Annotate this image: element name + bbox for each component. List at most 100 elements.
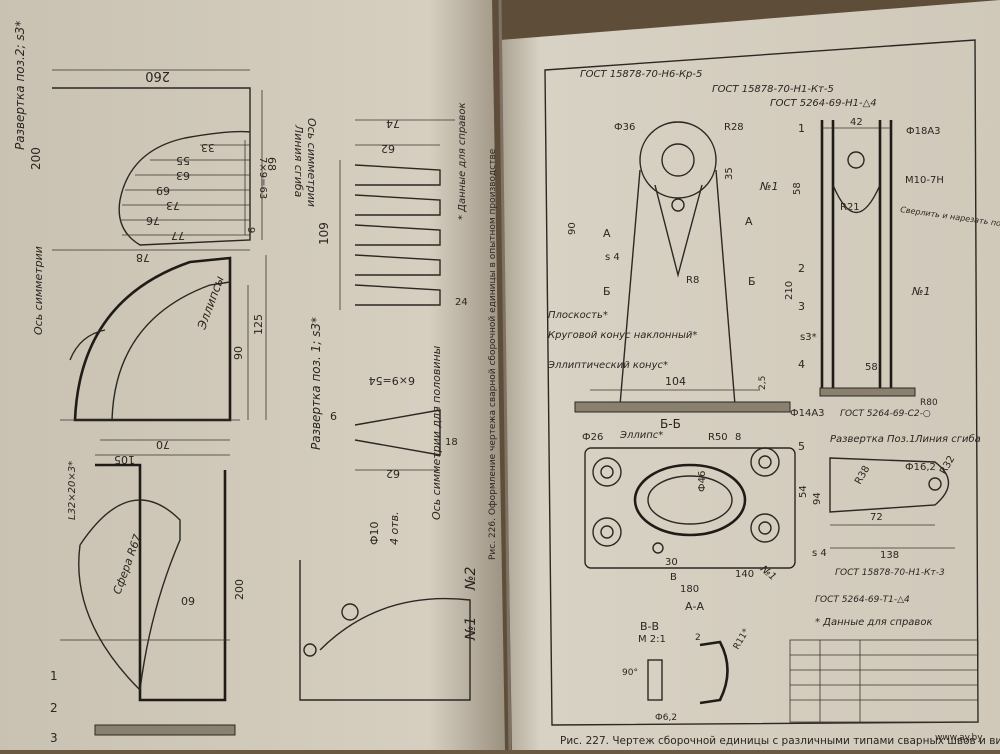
svg-text:№1: №1	[463, 617, 479, 641]
svg-text:4: 4	[798, 358, 805, 371]
section-bb: Б-Б Ф26 Эллипс* R50 8 5 54 94 Ф46 30 140…	[582, 417, 945, 605]
right-drawings: 104 Ф36 R28 35 90 R8 2,5 №1 А А Б Б s 4 …	[544, 39, 1000, 747]
svg-text:6×9=54: 6×9=54	[369, 374, 415, 387]
development-pos2: 260 33 55 63 69 73 76 77 78 68 7×	[13, 21, 318, 264]
svg-text:104: 104	[665, 375, 686, 388]
svg-text:Ф26: Ф26	[582, 432, 603, 443]
svg-text:Б: Б	[603, 285, 611, 298]
svg-text:18: 18	[445, 437, 458, 448]
svg-text:58: 58	[865, 362, 878, 373]
svg-text:72: 72	[870, 512, 883, 523]
left-page	[0, 0, 505, 750]
svg-text:4 отв.: 4 отв.	[388, 511, 401, 545]
svg-text:35: 35	[724, 167, 735, 180]
svg-text:ГОСТ 5264-69-Т1-△4: ГОСТ 5264-69-Т1-△4	[815, 595, 910, 605]
svg-text:№1: №1	[759, 180, 778, 193]
svg-text:В-В: В-В	[640, 620, 659, 633]
svg-text:R8: R8	[686, 275, 699, 286]
svg-text:Ф14А3: Ф14А3	[790, 408, 825, 419]
svg-text:Ось симметрии для половины: Ось симметрии для половины	[430, 345, 443, 520]
svg-text:63: 63	[176, 169, 190, 182]
svg-text:54: 54	[798, 485, 809, 498]
svg-text:Ф36: Ф36	[614, 122, 635, 133]
svg-text:R50: R50	[708, 432, 728, 443]
svg-text:Ось симметрии: Ось симметрии	[305, 118, 318, 207]
svg-text:60: 60	[181, 594, 195, 607]
svg-text:2: 2	[798, 262, 805, 275]
svg-text:Линия сгиба: Линия сгиба	[292, 124, 305, 198]
svg-text:Развертка поз.2; s3*: Развертка поз.2; s3*	[13, 21, 27, 150]
svg-text:30: 30	[665, 557, 678, 568]
svg-text:Эллипс*: Эллипс*	[619, 430, 663, 441]
svg-text:М 2:1: М 2:1	[638, 634, 666, 645]
svg-text:73: 73	[166, 199, 180, 212]
title-block	[789, 639, 979, 723]
svg-text:62: 62	[386, 467, 400, 480]
svg-text:Развертка Поз.1: Развертка Поз.1	[830, 434, 916, 445]
watermark: www.ay.by	[935, 733, 983, 743]
svg-text:Плоскость*: Плоскость*	[548, 310, 608, 321]
svg-text:№2: №2	[463, 566, 479, 591]
svg-text:200: 200	[233, 579, 246, 600]
svg-text:ГОСТ 5264-69-Н1-△4: ГОСТ 5264-69-Н1-△4	[770, 98, 877, 109]
svg-text:1: 1	[50, 669, 58, 683]
figure-caption: Рис. 227. Чертеж сборочной единицы с раз…	[560, 735, 1000, 747]
svg-text:42: 42	[850, 117, 863, 128]
svg-text:R21: R21	[840, 202, 860, 213]
svg-text:s 4: s 4	[605, 252, 620, 263]
svg-text:В: В	[670, 572, 677, 583]
svg-text:68: 68	[265, 157, 278, 171]
right-page	[500, 0, 1000, 750]
svg-text:62: 62	[381, 142, 395, 155]
svg-text:2: 2	[50, 701, 58, 715]
svg-text:Ось симметрии: Ось симметрии	[32, 246, 45, 335]
svg-text:Развертка поз. 1; s3*: Развертка поз. 1; s3*	[309, 317, 323, 450]
svg-text:7×9=63: 7×9=63	[257, 157, 268, 199]
svg-text:8: 8	[735, 432, 741, 443]
svg-text:260: 260	[145, 68, 170, 83]
svg-text:3: 3	[50, 731, 58, 745]
svg-text:105: 105	[114, 453, 135, 466]
svg-text:6: 6	[330, 410, 337, 423]
svg-text:5: 5	[798, 440, 805, 453]
svg-text:Круговой конус наклонный*: Круговой конус наклонный*	[548, 330, 697, 341]
svg-text:77: 77	[171, 229, 185, 242]
svg-text:ГОСТ 15878-70-Н6-Кр-5: ГОСТ 15878-70-Н6-Кр-5	[580, 69, 702, 80]
svg-text:140: 140	[735, 569, 754, 580]
svg-text:s3*: s3*	[800, 332, 817, 343]
left-drawings: 260 33 55 63 69 73 76 77 78 68 7×	[13, 21, 498, 745]
svg-text:9: 9	[245, 227, 256, 233]
svg-text:* Данные для справок: * Данные для справок	[457, 103, 468, 221]
svg-text:Эллиптический конус*: Эллиптический конус*	[547, 360, 668, 371]
svg-text:Б-Б: Б-Б	[660, 417, 681, 431]
svg-text:Ф16,2: Ф16,2	[905, 462, 936, 473]
svg-text:s 4: s 4	[812, 548, 827, 559]
svg-text:90: 90	[567, 222, 578, 235]
svg-text:70: 70	[156, 438, 170, 451]
svg-text:А: А	[603, 227, 611, 240]
svg-text:200: 200	[29, 147, 43, 170]
svg-text:L32×20×3*: L32×20×3*	[67, 461, 78, 520]
svg-text:76: 76	[146, 214, 160, 227]
svg-text:R80: R80	[920, 398, 938, 408]
svg-text:ГОСТ 15878-70-Н1-Кт-3: ГОСТ 15878-70-Н1-Кт-3	[835, 568, 945, 578]
svg-text:180: 180	[680, 584, 699, 595]
svg-text:69: 69	[156, 184, 170, 197]
svg-text:2,5: 2,5	[758, 376, 768, 390]
svg-text:138: 138	[880, 550, 899, 561]
elbow-view: 70 105 90 125 Эллипсы Ось симметрии	[32, 246, 267, 466]
side-caption: Рис. 226. Оформление чертежа сварной сбо…	[488, 148, 498, 560]
svg-text:58: 58	[792, 182, 803, 195]
front-view: 104 Ф36 R28 35 90 R8 2,5 №1 А А Б Б s 4 …	[547, 69, 877, 413]
svg-text:Линия сгиба: Линия сгиба	[914, 433, 981, 445]
svg-text:ГОСТ 5264-69-С2-○: ГОСТ 5264-69-С2-○	[840, 409, 931, 419]
svg-text:1: 1	[798, 122, 805, 135]
svg-text:90: 90	[232, 346, 245, 360]
svg-text:210: 210	[784, 281, 795, 300]
svg-text:24: 24	[455, 297, 468, 308]
svg-text:А: А	[745, 215, 753, 228]
svg-text:Ф18А3: Ф18А3	[906, 126, 941, 137]
svg-text:Б: Б	[748, 275, 756, 288]
